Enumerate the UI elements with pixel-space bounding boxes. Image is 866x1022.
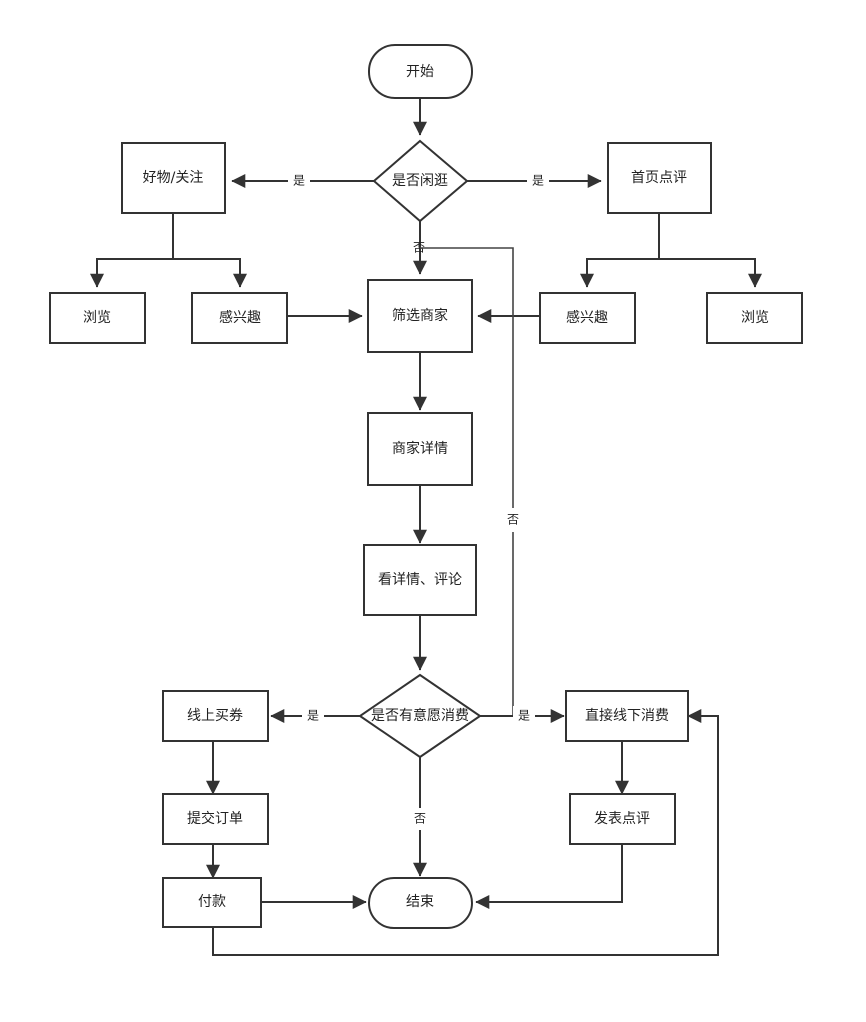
node-filter-shop-label: 筛选商家 (392, 307, 448, 324)
node-interest-right-shape[interactable] (539, 292, 636, 344)
edge-label-yes-offline: 是 (518, 709, 530, 723)
node-start[interactable]: 开始 (368, 44, 473, 99)
node-end[interactable]: 结束 (368, 877, 473, 929)
node-see-detail-shape[interactable] (363, 544, 477, 616)
node-interest-right-label: 感兴趣 (566, 309, 608, 326)
node-buy-coupon[interactable]: 线上买券 (162, 690, 269, 742)
node-shop-detail-label: 商家详情 (392, 440, 448, 457)
node-offline-pay[interactable]: 直接线下消费 (565, 690, 689, 742)
node-filter-shop-shape[interactable] (367, 279, 473, 353)
node-decision-idle[interactable]: 是否闲逛 (372, 139, 469, 223)
node-submit-order-label: 提交订单 (187, 810, 243, 827)
node-filter-shop[interactable]: 筛选商家 (367, 279, 473, 353)
node-layer: 开始 是否闲逛 好物/关注 首页点评 浏览 (49, 44, 803, 929)
node-good-follow-label: 好物/关注 (143, 170, 204, 186)
node-pay-shape[interactable] (162, 877, 262, 928)
node-shop-detail-shape[interactable] (367, 412, 473, 486)
node-browse-right-shape[interactable] (706, 292, 803, 344)
node-browse-right-label: 浏览 (741, 310, 769, 326)
node-post-review-label: 发表点评 (594, 811, 650, 827)
edge-label-bg-yes-left (288, 170, 310, 190)
node-interest-left-shape[interactable] (191, 292, 288, 344)
node-see-detail[interactable]: 看详情、评论 (363, 544, 477, 616)
edge-label-bg-no-end (409, 808, 431, 830)
node-buy-coupon-label: 线上买券 (187, 708, 243, 724)
node-shop-detail[interactable]: 商家详情 (367, 412, 473, 486)
edge-label-bg-yes-offline (513, 706, 535, 726)
node-offline-pay-shape[interactable] (565, 690, 689, 742)
node-start-label: 开始 (406, 64, 434, 80)
edge-homereview-to-browseright (659, 258, 762, 288)
node-post-review-shape[interactable] (569, 793, 676, 845)
node-home-review-shape[interactable] (607, 142, 712, 214)
edge-label-yes-buy: 是 (307, 709, 319, 723)
node-pay-label: 付款 (198, 894, 226, 910)
node-offline-pay-label: 直接线下消费 (585, 707, 669, 724)
node-browse-left-shape[interactable] (49, 292, 146, 344)
node-start-shape[interactable] (368, 44, 473, 99)
node-see-detail-label: 看详情、评论 (378, 572, 462, 588)
node-end-label: 结束 (406, 894, 434, 910)
node-end-shape[interactable] (368, 877, 473, 929)
edge-homereview-to-interestright (580, 258, 659, 288)
node-post-review[interactable]: 发表点评 (569, 793, 676, 845)
edge-label-yes-right: 是 (532, 174, 544, 188)
node-interest-left[interactable]: 感兴趣 (191, 292, 288, 344)
edge-goodfollow-to-interestleft (173, 258, 247, 288)
edge-label-bg-yes-buy (302, 706, 324, 726)
node-decision-idle-shape[interactable] (372, 139, 469, 223)
node-good-follow-shape[interactable] (121, 142, 226, 214)
node-browse-left-label: 浏览 (83, 310, 111, 326)
edge-goodfollow-to-browseleft (90, 258, 173, 288)
node-browse-left[interactable]: 浏览 (49, 292, 146, 344)
node-decision-willing[interactable]: 是否有意愿消费 (358, 673, 482, 759)
node-home-review-label: 首页点评 (631, 170, 687, 186)
node-buy-coupon-shape[interactable] (162, 690, 269, 742)
edge-filter-to-willing-no (420, 247, 514, 716)
edge-layer: 是 是 否 否 (90, 98, 762, 956)
node-interest-right[interactable]: 感兴趣 (539, 292, 636, 344)
node-submit-order[interactable]: 提交订单 (162, 793, 269, 845)
node-interest-left-label: 感兴趣 (219, 309, 261, 326)
edge-label-no-idle: 否 (413, 241, 425, 255)
node-browse-right[interactable]: 浏览 (706, 292, 803, 344)
edge-label-no-long: 否 (507, 513, 519, 527)
edge-label-yes-left: 是 (293, 174, 305, 188)
node-good-follow[interactable]: 好物/关注 (121, 142, 226, 214)
edge-label-no-end: 否 (414, 812, 426, 826)
edge-label-bg-no-long (502, 508, 524, 532)
node-decision-idle-label: 是否闲逛 (392, 173, 448, 189)
node-home-review[interactable]: 首页点评 (607, 142, 712, 214)
node-decision-willing-shape[interactable] (358, 673, 482, 759)
edge-label-bg-yes-right (527, 170, 549, 190)
node-pay[interactable]: 付款 (162, 877, 262, 928)
edge-postreview-to-end (475, 844, 623, 909)
node-decision-willing-label: 是否有意愿消费 (371, 707, 469, 724)
edge-pay-loop-to-offline (212, 709, 719, 956)
node-submit-order-shape[interactable] (162, 793, 269, 845)
